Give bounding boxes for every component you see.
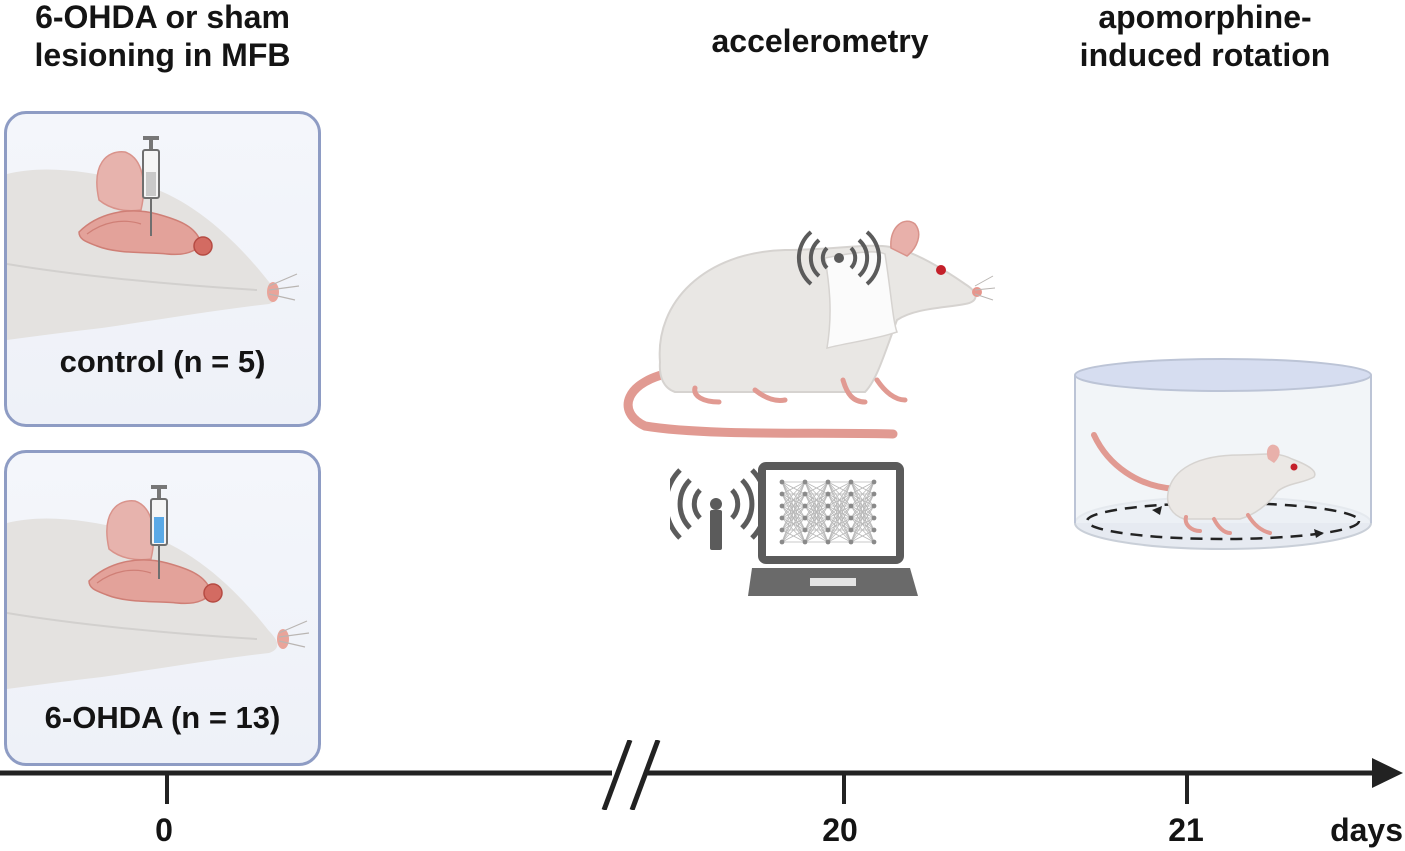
network-node: [779, 503, 785, 509]
rat-nose-icon: [267, 282, 279, 302]
rat-eye-icon: [203, 583, 223, 603]
network-node: [779, 527, 785, 533]
lesioning-heading-line-2: lesioning in MFB: [34, 37, 291, 73]
syringe-icon: [150, 485, 168, 579]
network-node: [871, 515, 877, 521]
laptop-neural-network-icon: [748, 462, 918, 596]
network-node: [825, 491, 831, 497]
network-node: [825, 515, 831, 521]
wireless-signal-icon: [796, 230, 882, 286]
rotation-arena-icon: [1074, 358, 1372, 550]
accelerometer-vest-icon: [824, 251, 898, 350]
rat-head-icon: [7, 518, 278, 689]
network-node: [802, 491, 808, 497]
control-group-label: control (n = 5): [59, 344, 266, 379]
network-node: [779, 479, 785, 485]
network-node: [825, 479, 831, 485]
network-node: [825, 527, 831, 533]
network-node: [802, 503, 808, 509]
network-node: [848, 527, 854, 533]
accelerometry-heading: accelerometry: [640, 22, 1000, 60]
network-node: [848, 539, 854, 545]
rat-eye-icon: [936, 265, 946, 275]
axis-break-mark: [629, 740, 661, 810]
network-node: [848, 503, 854, 509]
brain-icon: [88, 559, 211, 605]
network-node: [871, 527, 877, 533]
accelerometry-heading-text: accelerometry: [711, 23, 929, 59]
network-node: [779, 491, 785, 497]
tick-label-21: 21: [1168, 812, 1204, 848]
rat-head-injection-illustration: [7, 136, 300, 340]
network-node: [802, 515, 808, 521]
network-node: [848, 479, 854, 485]
recording-setup-illustration: [670, 462, 918, 596]
rat-with-accelerometer-illustration: [623, 220, 995, 439]
brain-icon: [78, 210, 201, 256]
axis-arrowhead: [1372, 758, 1403, 788]
network-node: [825, 539, 831, 545]
network-node: [871, 503, 877, 509]
network-node: [802, 539, 808, 545]
rotation-heading-line-2: induced rotation: [1079, 37, 1331, 73]
antenna-icon: [670, 468, 769, 550]
network-node: [802, 479, 808, 485]
lesion-group-panel: 6-OHDA (n = 13): [4, 450, 321, 766]
rat-ear-icon: [890, 220, 920, 257]
rotation-heading-line-1: apomorphine-: [1098, 0, 1312, 35]
network-node: [871, 479, 877, 485]
rotation-heading: apomorphine- induced rotation: [1030, 0, 1380, 74]
rat-ear-icon: [96, 151, 145, 212]
network-node: [871, 539, 877, 545]
tick-label-20: 20: [822, 812, 858, 848]
lesioning-heading: 6-OHDA or sham lesioning in MFB: [0, 0, 325, 74]
rat-eye-icon: [1290, 463, 1298, 471]
network-node: [848, 491, 854, 497]
rat-ear-icon: [1266, 444, 1280, 463]
tick-label-0: 0: [155, 812, 173, 848]
rat-ear-icon: [106, 500, 155, 561]
network-node: [779, 515, 785, 521]
rat-nose-icon: [277, 629, 289, 649]
syringe-icon: [142, 136, 160, 236]
rat-body-icon: [658, 244, 977, 393]
control-group-panel: control (n = 5): [4, 111, 321, 427]
rotation-arena-illustration: [1074, 358, 1372, 550]
network-node: [802, 527, 808, 533]
axis-unit-label: days: [1330, 812, 1403, 848]
rat-eye-icon: [193, 236, 213, 256]
lesioning-heading-line-1: 6-OHDA or sham: [35, 0, 290, 35]
network-node: [779, 539, 785, 545]
network-node: [825, 503, 831, 509]
lesion-group-label: 6-OHDA (n = 13): [44, 700, 281, 735]
rat-tail-icon: [623, 367, 898, 439]
rat-head-icon: [7, 169, 278, 340]
axis-break-mark: [601, 740, 633, 810]
network-node: [848, 515, 854, 521]
network-node: [871, 491, 877, 497]
rat-head-injection-illustration: [7, 485, 310, 689]
rat-tail-icon: [1091, 432, 1179, 492]
timeline-axis: [0, 740, 1403, 810]
